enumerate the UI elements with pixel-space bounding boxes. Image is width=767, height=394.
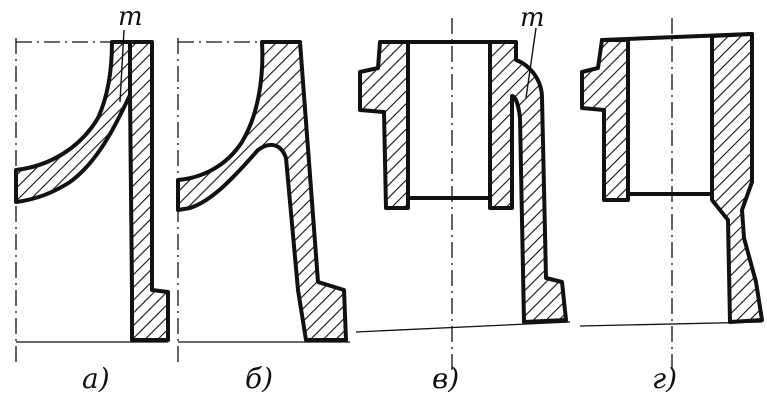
panel-c: m в) (355, 3, 571, 394)
panel-d-left-wall (580, 38, 630, 202)
panel-c-caption: в) (432, 362, 459, 394)
panel-d: г) (579, 18, 764, 394)
panel-d-right-wall (710, 32, 764, 324)
panel-a-marker-leader (119, 29, 125, 103)
panel-c-base-line (355, 321, 571, 333)
panel-c-right-wall (488, 40, 568, 324)
panel-a: m а) (14, 2, 170, 394)
panel-a-wall (128, 40, 170, 342)
panel-b-section (176, 40, 348, 342)
panel-b-caption: б) (245, 362, 273, 394)
panel-a-curved-rib (14, 40, 132, 204)
panel-a-marker: m (118, 2, 143, 32)
panel-d-caption: г) (652, 362, 677, 394)
panel-c-left-wall (358, 40, 410, 210)
panel-c-marker-leader (525, 27, 537, 99)
panel-a-caption: а) (82, 362, 110, 394)
panel-b: б) (176, 38, 350, 394)
panel-c-marker: m (520, 3, 545, 33)
